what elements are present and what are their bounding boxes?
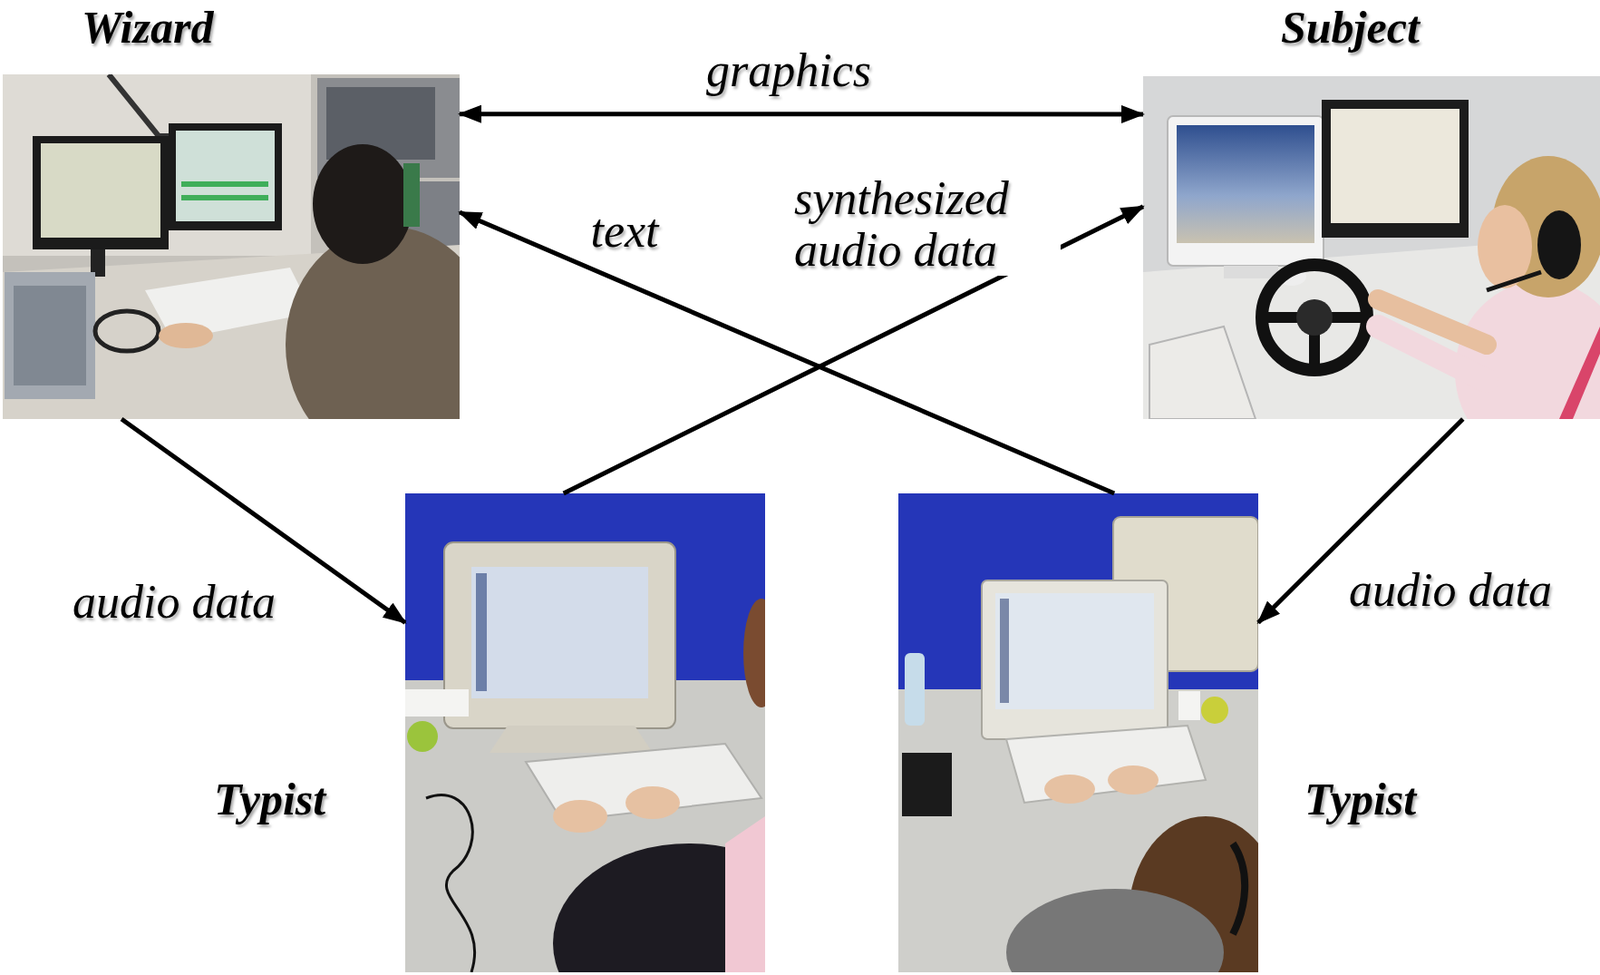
photo-panel: Wizard bbox=[2, 74, 460, 419]
panel-heading: Typist bbox=[1304, 775, 1416, 824]
panel-heading: Subject bbox=[1280, 3, 1420, 52]
edge-label: synthesized audio data bbox=[790, 172, 1061, 276]
arrow-connector bbox=[459, 111, 1144, 117]
edge-label: text bbox=[586, 204, 662, 257]
photo-panel: Subject bbox=[1143, 76, 1600, 419]
photo-panel: Typist bbox=[405, 493, 766, 972]
edge-label: audio data bbox=[1345, 563, 1556, 616]
edge-label: audio data bbox=[68, 575, 280, 628]
subject-photo bbox=[1143, 76, 1600, 419]
photo-panel: Typist bbox=[898, 493, 1259, 972]
wizard-photo bbox=[2, 74, 460, 419]
typist-photo bbox=[898, 493, 1259, 972]
panel-heading: Typist bbox=[213, 775, 326, 824]
panel-heading: Wizard bbox=[81, 3, 214, 52]
typist-photo bbox=[405, 493, 766, 972]
edge-label: graphics bbox=[702, 44, 875, 97]
